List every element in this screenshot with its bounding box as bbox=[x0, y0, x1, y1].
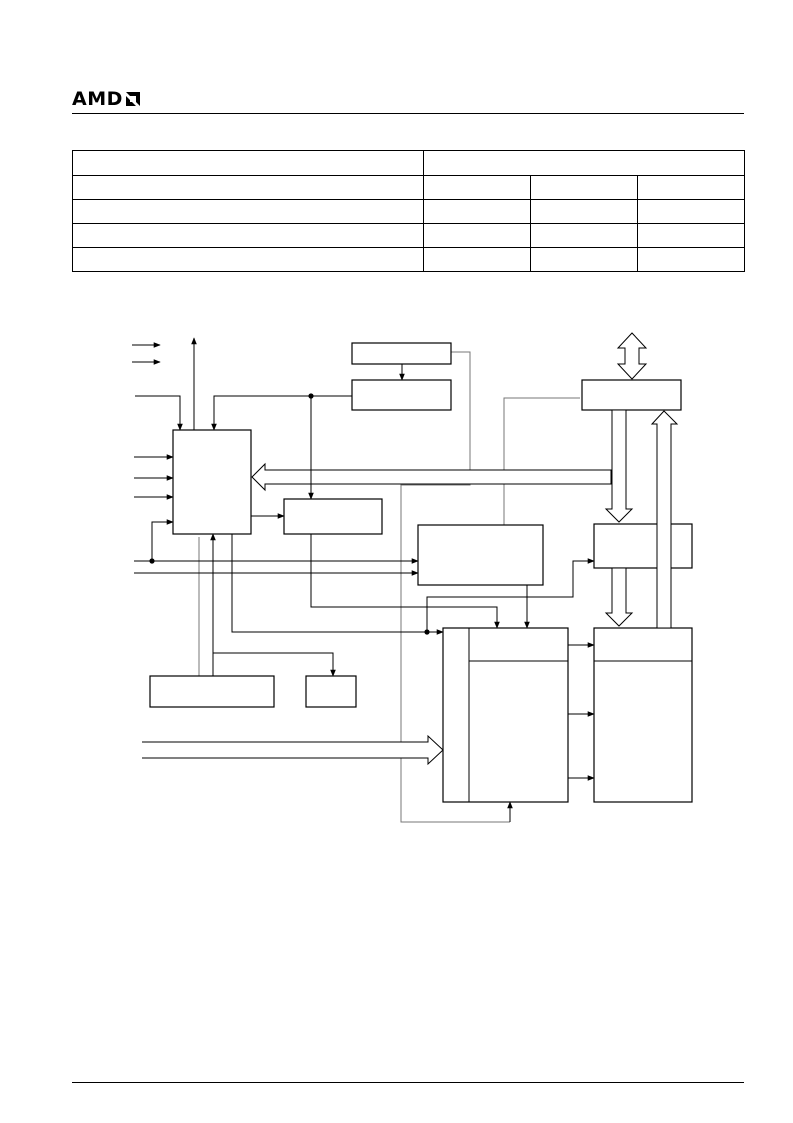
logo-text: AMD bbox=[72, 88, 123, 110]
bus-left-arrow bbox=[251, 462, 612, 492]
table-cell bbox=[423, 199, 531, 224]
table-cell bbox=[423, 223, 531, 248]
signal-lines bbox=[132, 337, 595, 822]
io-bus-double-arrow bbox=[616, 332, 648, 380]
timer-block bbox=[283, 498, 383, 535]
diagram-blocks bbox=[149, 342, 693, 803]
junction-dots bbox=[149, 393, 430, 635]
spec-table bbox=[72, 150, 746, 272]
table-cell bbox=[636, 247, 746, 272]
address-bus-arrow bbox=[142, 734, 444, 766]
table-header-row bbox=[72, 150, 746, 176]
io-buffer-block bbox=[581, 379, 682, 411]
table-header-cell bbox=[72, 150, 424, 176]
data-latch-block bbox=[417, 524, 544, 586]
bottom-left-block bbox=[149, 675, 275, 708]
header-rule bbox=[72, 113, 744, 114]
table-cell bbox=[530, 247, 638, 272]
memory-array-block bbox=[442, 627, 569, 803]
footer-rule bbox=[72, 1082, 744, 1083]
table-row bbox=[72, 199, 746, 224]
bus-down-arrow-2 bbox=[604, 567, 634, 627]
block-dividers bbox=[468, 628, 692, 802]
address-decoder-block bbox=[593, 523, 693, 569]
register-block bbox=[351, 379, 452, 411]
table-row bbox=[72, 247, 746, 272]
bus-arrows bbox=[142, 332, 679, 766]
table-cell bbox=[636, 199, 746, 224]
amd-arrow-logo-icon bbox=[125, 92, 140, 106]
amd-logo: AMD bbox=[72, 88, 141, 110]
table-header-cell bbox=[422, 150, 746, 176]
bus-up-arrow bbox=[650, 410, 679, 629]
sense-block bbox=[593, 627, 693, 803]
table-row bbox=[72, 223, 746, 248]
bottom-small-block bbox=[305, 675, 357, 708]
top-small-block bbox=[351, 342, 452, 365]
table-cell bbox=[530, 223, 638, 248]
table-cell bbox=[72, 247, 424, 272]
table-cell bbox=[423, 247, 531, 272]
bus-down-arrow-1 bbox=[604, 409, 634, 523]
control-logic-block bbox=[172, 429, 252, 535]
